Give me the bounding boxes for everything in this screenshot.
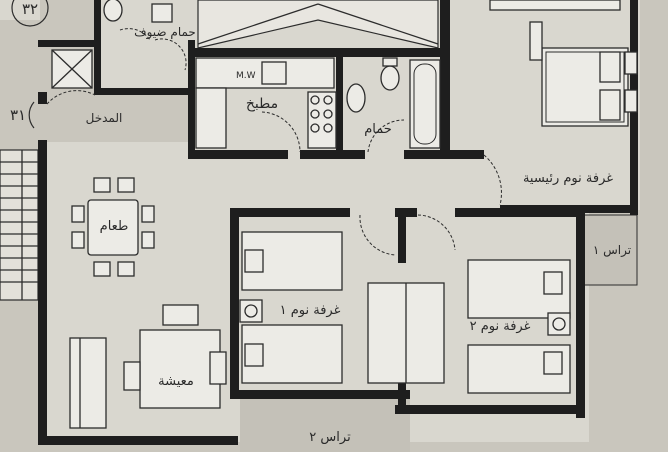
kitchen-label: مطبخ [246,96,278,112]
microwave-label: M.W [236,71,256,81]
terrace-1-label: تراس ١ [593,243,631,258]
dining-label: طعام [100,219,129,234]
kitchen-fixtures [195,57,337,149]
staircase [0,149,39,301]
master-bed [489,0,638,127]
svg-text:٣٢: ٣٢ [22,0,38,18]
bedroom-2-furniture [467,259,571,394]
living-furniture [69,304,227,429]
light-shaft [197,0,439,49]
bedroom-1-furniture [239,231,445,384]
master-bedroom-label: غرفة نوم رئيسية [523,171,613,186]
dining-set [71,177,155,277]
guest-bath-fixtures [51,0,173,89]
apt-marker-top: ٣٢ [11,0,49,27]
bedroom-2-label: غرفة نوم ٢ [470,319,531,334]
bath-fixtures [346,57,441,149]
bedroom-1-label: غرفة نوم ١ [280,303,341,318]
apt-marker-left: ٣١ [10,101,35,129]
guest-bath-label: حمام ضيوف [134,25,196,40]
entrance-label: المدخل [86,111,123,125]
svg-text:٣١: ٣١ [10,106,26,124]
terrace-2-label: تراس ٢ [309,430,351,445]
bath-label: حمام [364,122,392,137]
living-label: معيشة [158,374,194,389]
terrace-2-area [240,397,410,452]
doors [46,28,502,256]
